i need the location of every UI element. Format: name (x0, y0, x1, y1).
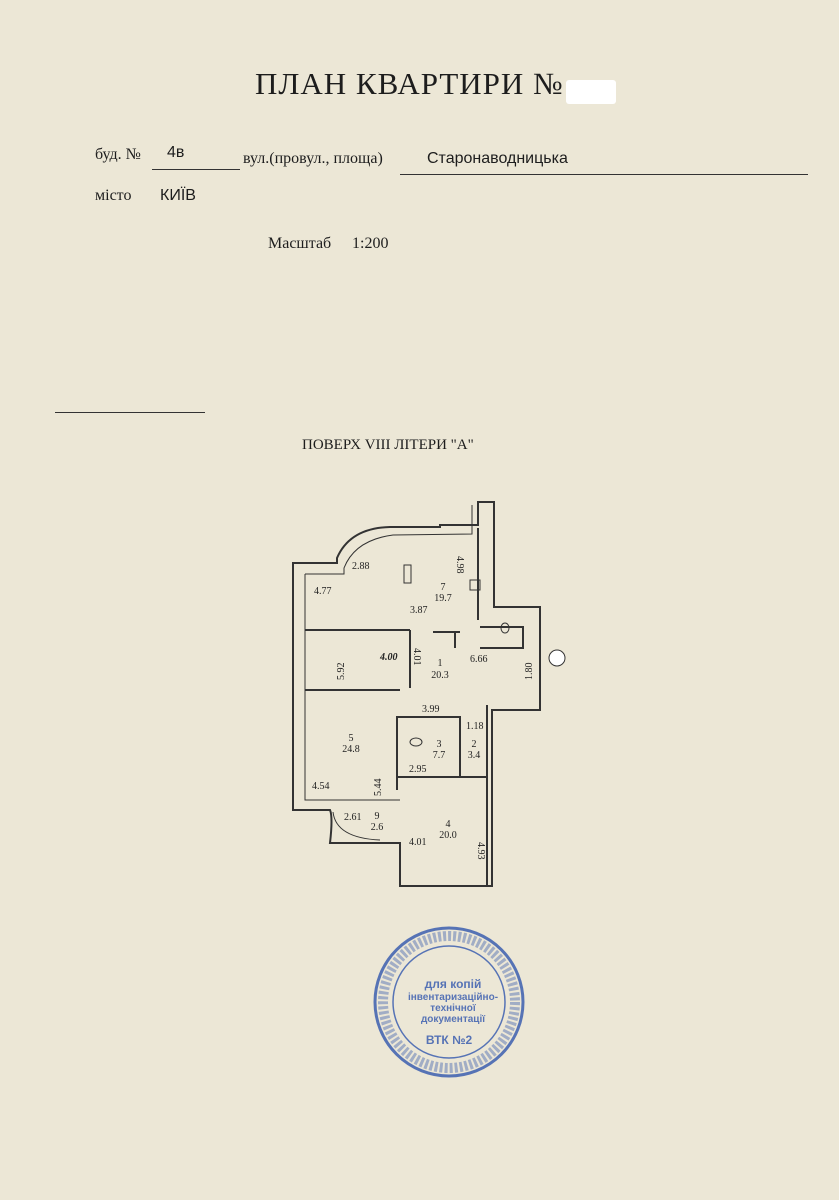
toilet-icon (409, 737, 423, 747)
stove-icon (469, 579, 481, 591)
room-number: 2 (472, 739, 477, 750)
room-area: 3.4 (468, 750, 481, 761)
document-title: ПЛАН КВАРТИРИ № (255, 66, 564, 101)
scale-value: 1:200 (352, 235, 389, 252)
official-stamp: для копій інвентаризаційно- технічної до… (373, 926, 525, 1078)
dim-label: 4.01 (411, 648, 422, 666)
street-underline (400, 174, 808, 175)
room-number: 4 (446, 819, 451, 830)
room-number: 3 (437, 739, 442, 750)
dim-label: 4.93 (475, 842, 486, 860)
street-label: вул.(провул., площа) (243, 150, 383, 167)
room-number: 1 (438, 658, 443, 669)
svg-text:ВТК №2: ВТК №2 (426, 1033, 473, 1047)
floor-title: ПОВЕРХ VIII ЛІТЕРИ "А" (302, 437, 474, 453)
room-area: 20.3 (431, 670, 449, 681)
dim-label: 4.98 (454, 556, 465, 574)
dim-label: 5.44 (373, 779, 384, 797)
building-label: буд. № (95, 146, 141, 163)
city-label: місто (95, 187, 132, 204)
blank-line (55, 412, 205, 413)
dim-label: 1.80 (524, 663, 535, 681)
dim-label: 1.18 (466, 721, 484, 732)
svg-text:технічної: технічної (430, 1003, 476, 1014)
dim-label: 4.54 (312, 781, 330, 792)
svg-text:для копій: для копій (425, 977, 482, 991)
dim-label: 4.77 (314, 586, 332, 597)
building-underline (152, 169, 240, 170)
city-value: КИЇВ (160, 187, 196, 204)
dim-label: 4.01 (409, 837, 427, 848)
svg-text:документації: документації (421, 1014, 485, 1025)
scale-label: Масштаб (268, 235, 332, 252)
dim-label: 5.92 (336, 663, 347, 681)
dim-label: 2.61 (344, 812, 362, 823)
street-value: Старонаводницька (427, 150, 568, 167)
dim-label: 6.66 (470, 654, 488, 665)
svg-text:інвентаризаційно-: інвентаризаційно- (408, 992, 498, 1003)
kitchen-fixture (403, 564, 412, 584)
dim-label: 3.87 (410, 605, 428, 616)
room-number: 7 (441, 582, 446, 593)
room-area: 24.8 (342, 744, 360, 755)
outer-wall (292, 501, 541, 887)
room-area: 2.6 (371, 822, 384, 833)
dim-label: 2.88 (352, 561, 370, 572)
dim-label: 4.00 (379, 652, 398, 663)
room-number: 5 (349, 733, 354, 744)
dim-label: 3.99 (422, 704, 440, 715)
room-area: 19.7 (434, 593, 452, 604)
building-number: 4в (167, 144, 185, 161)
room-area: 7.7 (433, 750, 446, 761)
dim-label: 2.95 (409, 764, 427, 775)
room-area: 20.0 (439, 830, 457, 841)
room-number: 9 (375, 811, 380, 822)
interior-walls (305, 528, 524, 886)
toilet-icon (500, 622, 510, 634)
stair-circle (548, 649, 566, 667)
redacted-apartment-number (566, 80, 616, 104)
